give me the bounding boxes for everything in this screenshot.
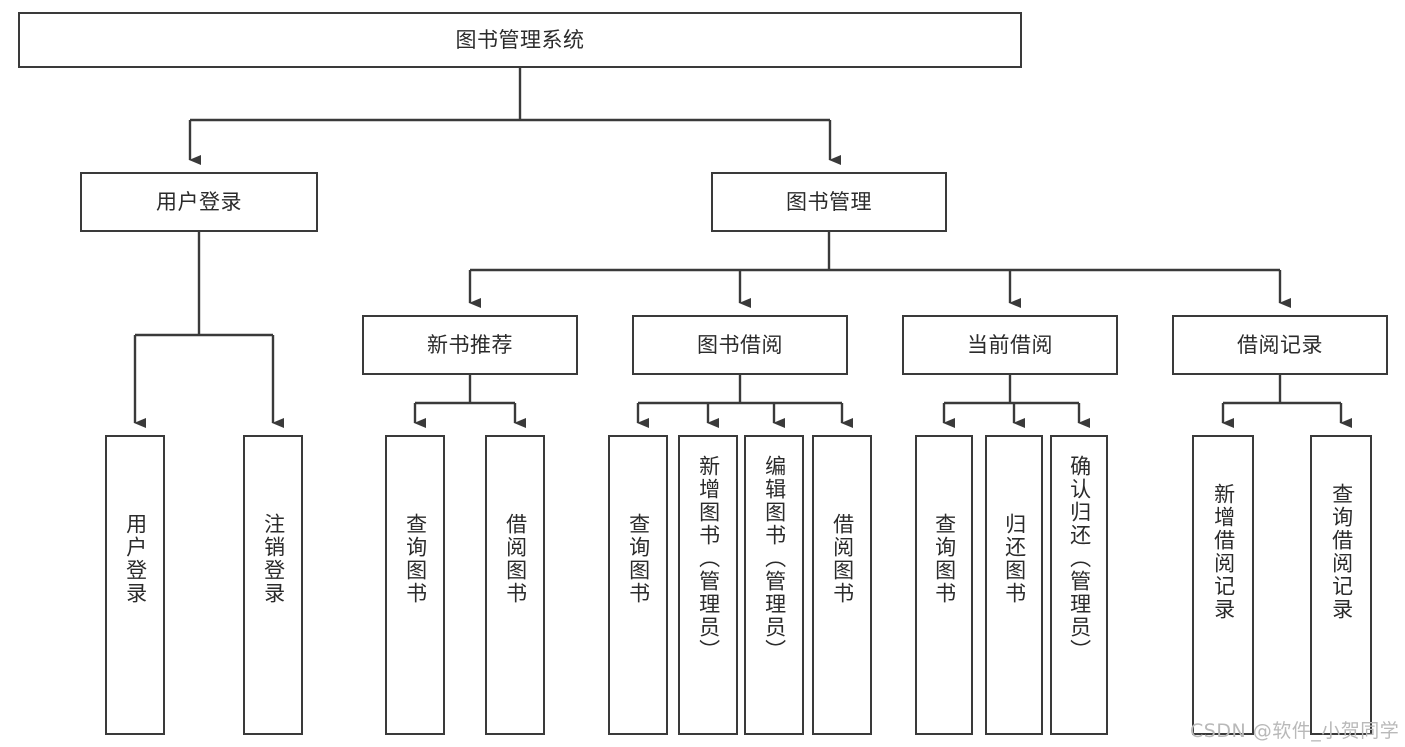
leaf-borrow-query-book[interactable]: 查询图书 xyxy=(608,435,668,735)
leaf-current-query-book[interactable]: 查询图书 xyxy=(915,435,973,735)
leaf-add-borrow-record-label: 新增借阅记录 xyxy=(1211,483,1236,621)
node-book-management-label: 图书管理 xyxy=(786,189,872,214)
leaf-recommend-borrow-book-label: 借阅图书 xyxy=(503,513,528,605)
leaf-return-book[interactable]: 归还图书 xyxy=(985,435,1043,735)
leaf-query-borrow-record-label: 查询借阅记录 xyxy=(1329,483,1354,621)
leaf-edit-book-admin-label: 编辑图书（管理员） xyxy=(762,455,787,662)
leaf-add-book-admin-label: 新增图书（管理员） xyxy=(696,455,721,662)
leaf-borrow-query-book-label: 查询图书 xyxy=(626,513,651,605)
leaf-borrow-book-label: 借阅图书 xyxy=(830,513,855,605)
node-new-book-recommend[interactable]: 新书推荐 xyxy=(362,315,578,375)
watermark: CSDN @软件_小贺同学 xyxy=(1190,720,1400,742)
node-current-borrow[interactable]: 当前借阅 xyxy=(902,315,1118,375)
leaf-add-book-admin[interactable]: 新增图书（管理员） xyxy=(678,435,738,735)
leaf-recommend-query-book-label: 查询图书 xyxy=(403,513,428,605)
node-user-login-label: 用户登录 xyxy=(156,189,242,214)
leaf-confirm-return-admin-label: 确认归还（管理员） xyxy=(1067,455,1092,662)
leaf-user-login[interactable]: 用户登录 xyxy=(105,435,165,735)
node-user-login[interactable]: 用户登录 xyxy=(80,172,318,232)
leaf-recommend-borrow-book[interactable]: 借阅图书 xyxy=(485,435,545,735)
node-book-management[interactable]: 图书管理 xyxy=(711,172,947,232)
node-book-borrow[interactable]: 图书借阅 xyxy=(632,315,848,375)
node-new-book-recommend-label: 新书推荐 xyxy=(427,332,513,357)
leaf-query-borrow-record[interactable]: 查询借阅记录 xyxy=(1310,435,1372,735)
leaf-add-borrow-record[interactable]: 新增借阅记录 xyxy=(1192,435,1254,735)
node-current-borrow-label: 当前借阅 xyxy=(967,332,1053,357)
leaf-user-logout[interactable]: 注销登录 xyxy=(243,435,303,735)
leaf-user-logout-label: 注销登录 xyxy=(261,513,286,605)
node-root-label: 图书管理系统 xyxy=(455,27,585,52)
leaf-recommend-query-book[interactable]: 查询图书 xyxy=(385,435,445,735)
node-book-borrow-label: 图书借阅 xyxy=(697,332,783,357)
leaf-current-query-book-label: 查询图书 xyxy=(932,513,957,605)
node-borrow-record-label: 借阅记录 xyxy=(1237,332,1323,357)
node-root[interactable]: 图书管理系统 xyxy=(18,12,1022,68)
leaf-edit-book-admin[interactable]: 编辑图书（管理员） xyxy=(744,435,804,735)
leaf-return-book-label: 归还图书 xyxy=(1002,513,1027,605)
leaf-borrow-book[interactable]: 借阅图书 xyxy=(812,435,872,735)
leaf-user-login-label: 用户登录 xyxy=(123,513,148,605)
node-borrow-record[interactable]: 借阅记录 xyxy=(1172,315,1388,375)
leaf-confirm-return-admin[interactable]: 确认归还（管理员） xyxy=(1050,435,1108,735)
